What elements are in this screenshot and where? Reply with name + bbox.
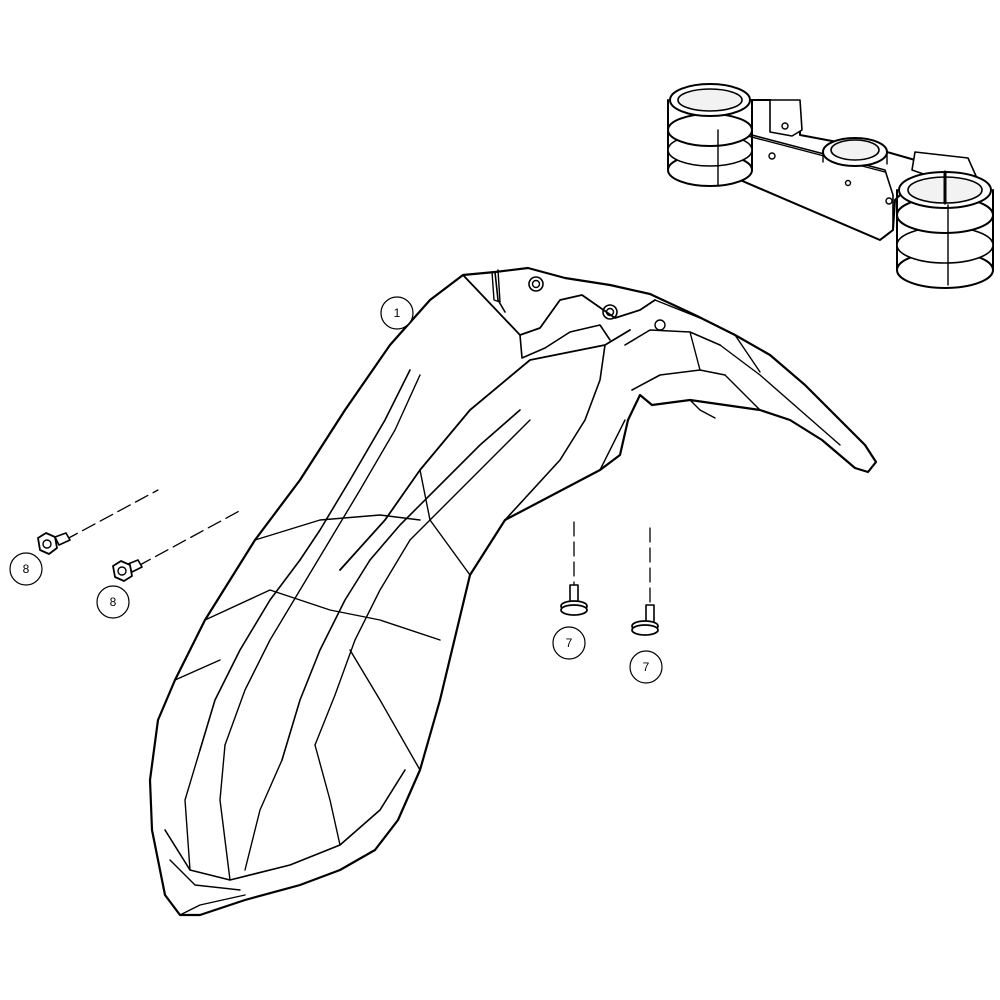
callout-1-label: 1 — [394, 306, 401, 320]
callout-8-upper: 8 — [9, 552, 43, 586]
callout-7-right: 7 — [629, 650, 663, 684]
screw-left — [560, 521, 588, 616]
callout-8-upper-label: 8 — [23, 562, 30, 576]
screw-right — [631, 527, 659, 636]
callout-8-lower-label: 8 — [110, 595, 117, 609]
callout-8-lower: 8 — [96, 585, 130, 619]
triple-clamp — [667, 83, 994, 289]
nut-upper — [37, 489, 159, 555]
callout-7-right-label: 7 — [643, 660, 650, 674]
callout-1: 1 — [380, 296, 414, 330]
callout-7-left: 7 — [552, 626, 586, 660]
nut-lower — [112, 508, 244, 582]
callout-7-left-label: 7 — [566, 636, 573, 650]
front-fender — [148, 266, 878, 917]
